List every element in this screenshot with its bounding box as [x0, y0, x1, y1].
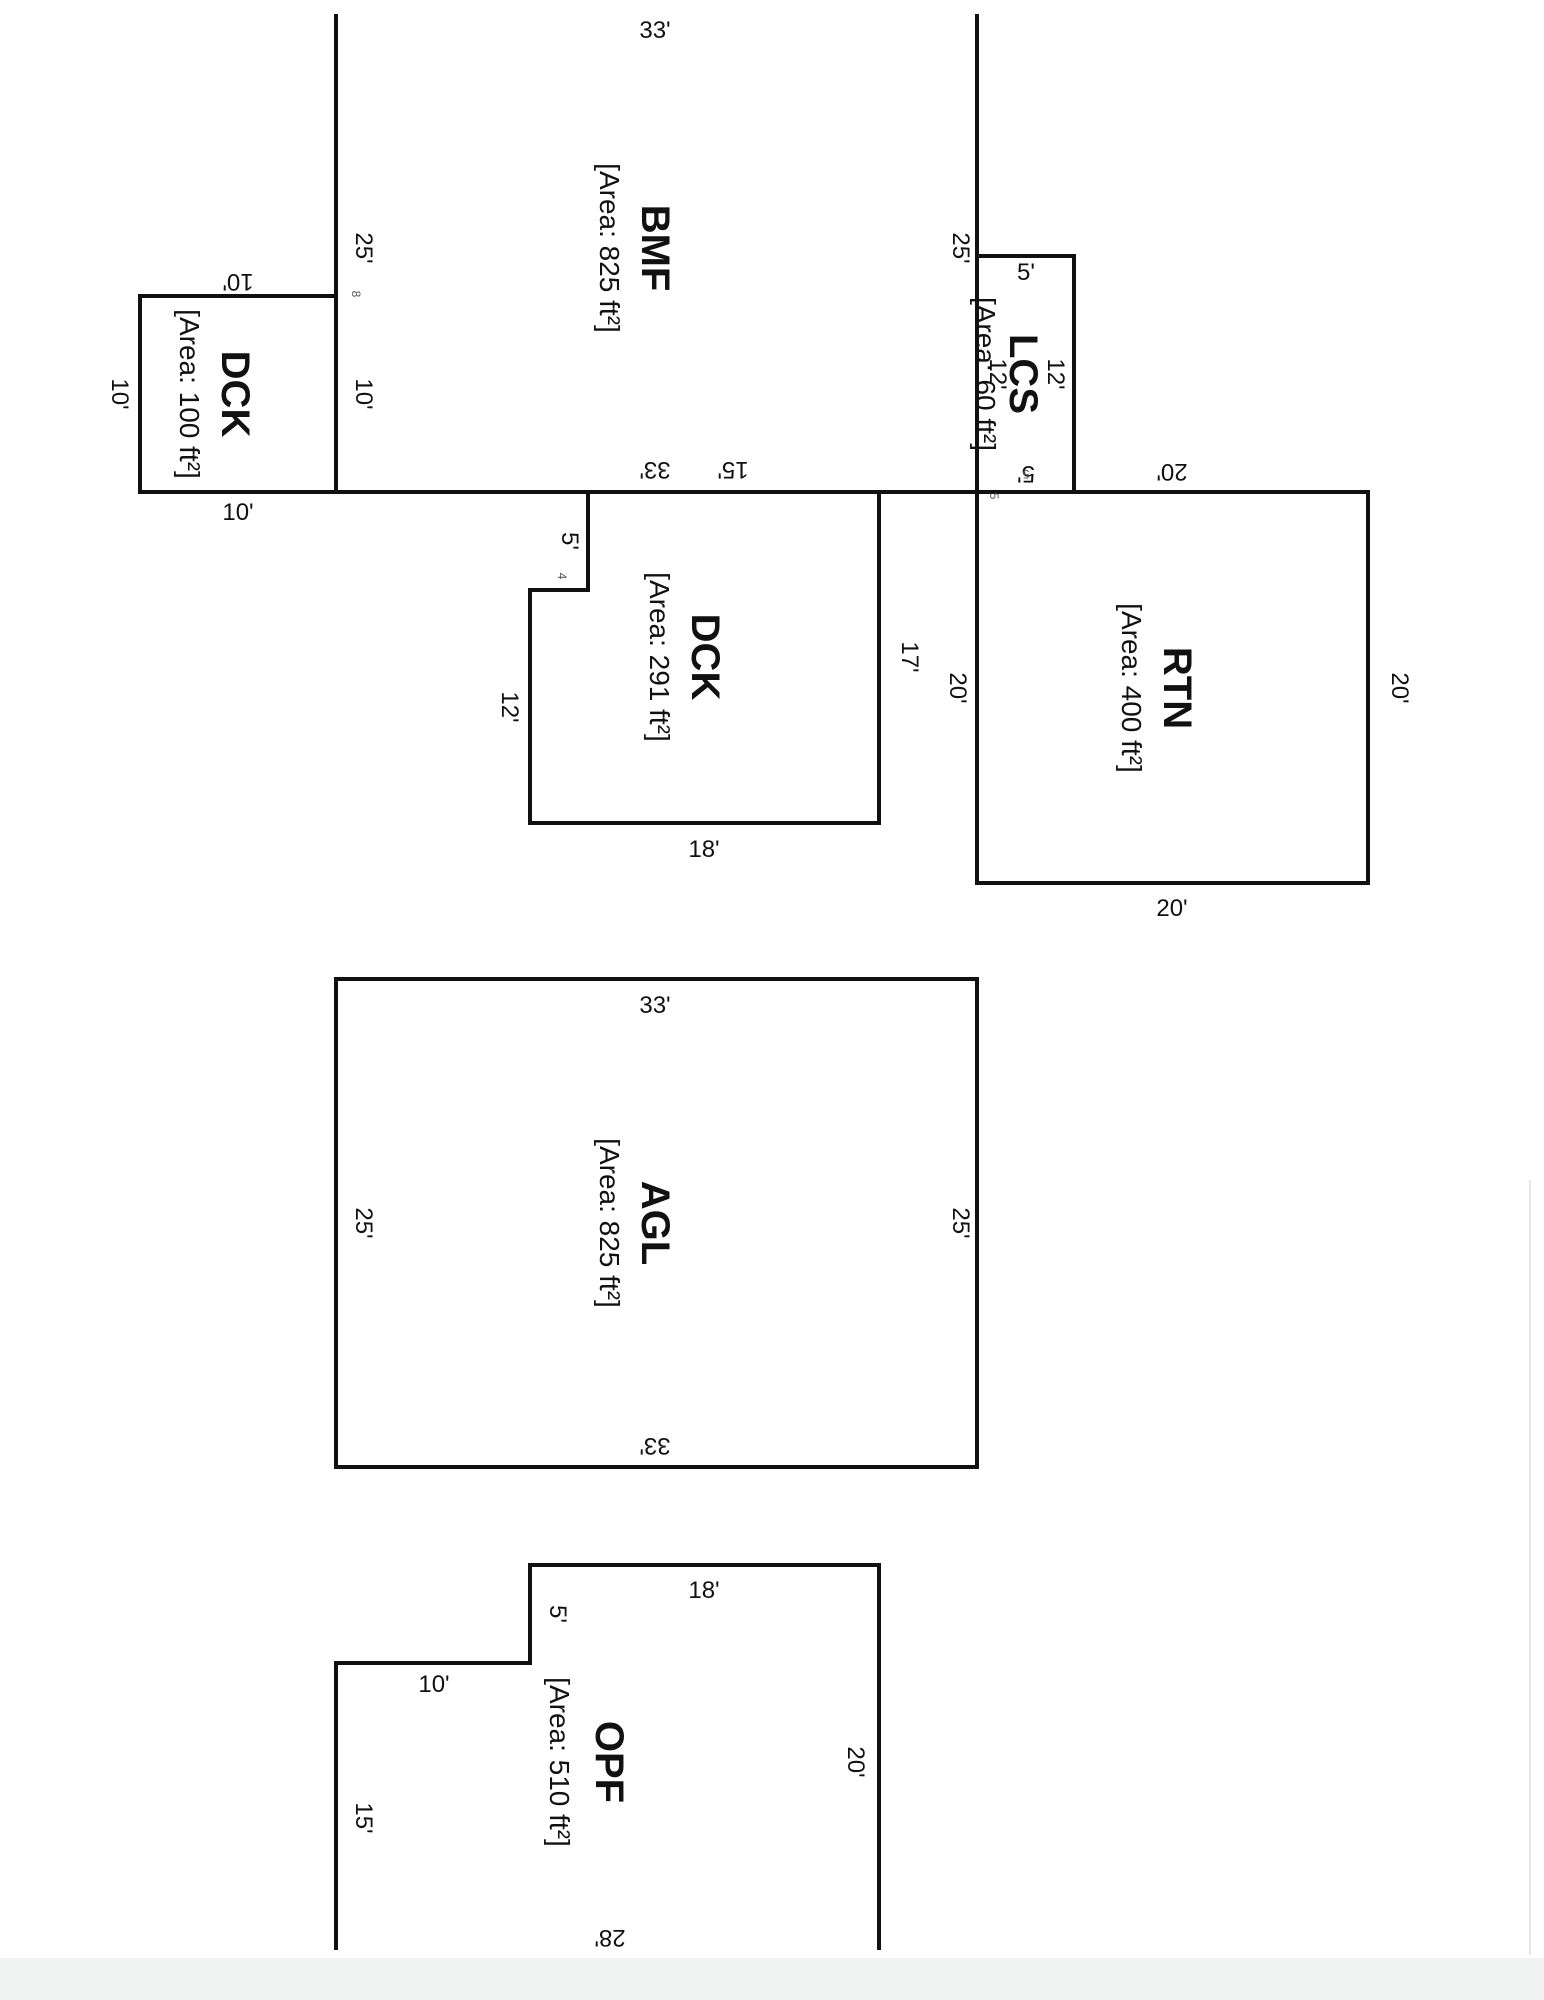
- dck-large-area-suffix: ft²]: [644, 701, 675, 741]
- bmf-dim-left: 25': [350, 232, 377, 263]
- agl-area-suffix: ft²]: [594, 1267, 625, 1307]
- bmf-dim-bottom: 33': [639, 456, 670, 483]
- opf-area-suffix: ft²]: [544, 1806, 575, 1846]
- dck-small-dim-top: 10': [222, 268, 253, 295]
- room-opf: 18' 5' 10' 15' 20' 28' OPF [Area: 510 ft…: [334, 1563, 881, 1951]
- bmf-dim-right: 25': [947, 232, 974, 263]
- dck-small-area-label: [Area: 100 ft²]: [174, 309, 205, 479]
- bmf-code-label: BMF: [633, 205, 677, 292]
- bmf-area-suffix: ft²]: [594, 292, 625, 332]
- bmf-dim-top: 33': [639, 17, 670, 44]
- opf-dim-bottom: 28': [594, 1924, 625, 1951]
- rtn-dim-right: 20': [1386, 672, 1413, 703]
- agl-dim-right: 25': [947, 1207, 974, 1238]
- bmf-outline: [334, 14, 979, 494]
- rtn-dim-bottom: 20': [1156, 895, 1187, 922]
- room-dck-small: 10' 10' 10' 10' DCK [Area: 100 ft²]: [106, 268, 377, 526]
- opf-area-label: [Area: 510 ft²]: [544, 1677, 575, 1847]
- dck-small-dim-left: 10': [106, 378, 133, 409]
- dck-large-dim-bottom: 18': [688, 836, 719, 863]
- rtn-area-suffix: ft²]: [1116, 732, 1147, 772]
- dck-large-dim-step-v: 12': [496, 691, 523, 722]
- dck-large-dim-step-h: 5': [556, 532, 583, 550]
- dck-large-area-label: [Area: 291 ft²]: [644, 572, 675, 742]
- opf-dim-step-h: 10': [418, 1671, 449, 1698]
- room-lcs: 5' 12' 12' 5' LCS [Area: 60 ft²]: [970, 254, 1076, 492]
- lcs-dim-top: 5': [1017, 259, 1035, 286]
- dck-small-outline: [138, 294, 336, 494]
- opf-dim-step-v: 5': [544, 1605, 571, 1623]
- dck-small-code-label: DCK: [213, 351, 257, 438]
- scan-tick-a: 8: [349, 291, 363, 298]
- opf-dim-right: 20': [842, 1746, 869, 1777]
- rtn-outline: [975, 490, 1370, 885]
- rtn-dim-top: 20': [1156, 458, 1187, 485]
- dck-large-area-value: 291: [644, 655, 675, 702]
- agl-outline: [334, 977, 979, 1469]
- opf-dim-left: 15': [350, 1802, 377, 1833]
- opf-dim-top: 18': [688, 1577, 719, 1604]
- agl-area-value: 825: [594, 1221, 625, 1268]
- dck-large-dim-right: 17': [896, 641, 923, 672]
- opf-outline: [334, 1563, 881, 1950]
- agl-code-label: AGL: [633, 1181, 677, 1265]
- dck-small-dim-right: 10': [350, 378, 377, 409]
- dck-small-area-prefix: [Area:: [174, 309, 205, 391]
- dck-large-dim-top: 15': [717, 456, 748, 483]
- bmf-area-value: 825: [594, 246, 625, 293]
- rtn-area-prefix: [Area:: [1116, 603, 1147, 685]
- opf-area-value: 510: [544, 1760, 575, 1807]
- lcs-area-value: 60: [970, 379, 1001, 410]
- opf-area-prefix: [Area:: [544, 1677, 575, 1759]
- rtn-code-label: RTN: [1155, 647, 1199, 729]
- scan-tick-c: 4: [555, 573, 569, 580]
- scan-bottom-band: [0, 1958, 1544, 2000]
- lcs-area-prefix: [Area:: [970, 297, 1001, 379]
- agl-dim-top: 33': [639, 992, 670, 1019]
- dck-large-outline: [528, 492, 881, 825]
- opf-code-label: OPF: [587, 1721, 631, 1803]
- dck-small-area-value: 100: [174, 392, 205, 439]
- dck-large-code-label: DCK: [683, 614, 727, 701]
- scan-tick-d: 5: [1022, 467, 1029, 481]
- lcs-area-label: [Area: 60 ft²]: [970, 297, 1001, 451]
- lcs-dim-right: 12': [1042, 358, 1069, 389]
- lcs-area-suffix: ft²]: [970, 411, 1001, 451]
- rtn-area-label: [Area: 400 ft²]: [1116, 603, 1147, 773]
- lcs-code-label: LCS: [1001, 334, 1045, 414]
- dck-small-area-suffix: ft²]: [174, 438, 205, 478]
- room-rtn: 20' 20' 20' 20' RTN [Area: 400 ft²]: [944, 458, 1413, 922]
- agl-dim-bottom: 33': [639, 1432, 670, 1459]
- bmf-area-prefix: [Area:: [594, 163, 625, 245]
- room-agl: 33' 25' 25' 33' AGL [Area: 825 ft²]: [334, 977, 979, 1469]
- agl-area-label: [Area: 825 ft²]: [594, 1138, 625, 1308]
- bmf-area-label: [Area: 825 ft²]: [594, 163, 625, 333]
- rtn-area-value: 400: [1116, 686, 1147, 733]
- room-bmf: 33' 25' 25' 33' BMF [Area: 825 ft²]: [334, 14, 979, 494]
- rtn-dim-left: 20': [944, 672, 971, 703]
- agl-dim-left: 25': [350, 1207, 377, 1238]
- room-dck-large: 15' 5' 12' 17' 18' DCK [Area: 291 ft²]: [496, 456, 923, 863]
- lcs-dim-left: 12': [984, 358, 1011, 389]
- dck-small-dim-bottom: 10': [222, 499, 253, 526]
- lcs-dim-bottom: 5': [1017, 460, 1035, 487]
- lcs-outline: [977, 254, 1076, 492]
- scan-tick-b: 5: [987, 493, 1001, 500]
- agl-area-prefix: [Area:: [594, 1138, 625, 1220]
- dck-large-area-prefix: [Area:: [644, 572, 675, 654]
